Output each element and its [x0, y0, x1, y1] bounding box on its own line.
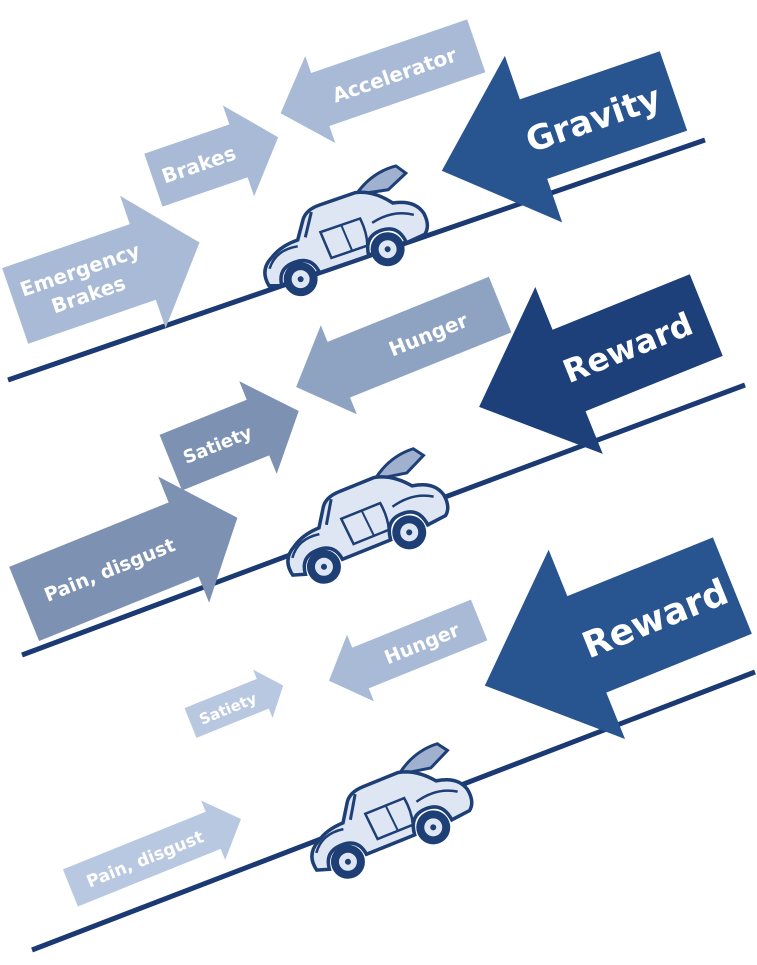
car-icon: [243, 160, 439, 308]
reward-arrow: Reward: [479, 274, 723, 454]
reward-arrow: Reward: [484, 537, 752, 739]
emergency-brakes-arrow: Emergency Brakes: [2, 195, 200, 344]
panel-2: Reward Hunger Satiety Pain, disgust: [9, 274, 746, 658]
pain-disgust-arrow: Pain, disgust: [9, 476, 238, 642]
pain-disgust-arrow: Pain, disgust: [62, 800, 242, 907]
accelerator-arrow: Accelerator: [280, 19, 486, 144]
hunger-arrow: Hunger: [296, 276, 512, 415]
car-icon: [263, 442, 461, 597]
brakes-arrow: Brakes: [144, 105, 279, 207]
satiety-arrow: Satiety: [159, 381, 299, 491]
car-icon: [287, 737, 485, 892]
hunger-arrow: Hunger: [328, 599, 488, 702]
satiety-arrow: Satiety: [184, 669, 284, 738]
